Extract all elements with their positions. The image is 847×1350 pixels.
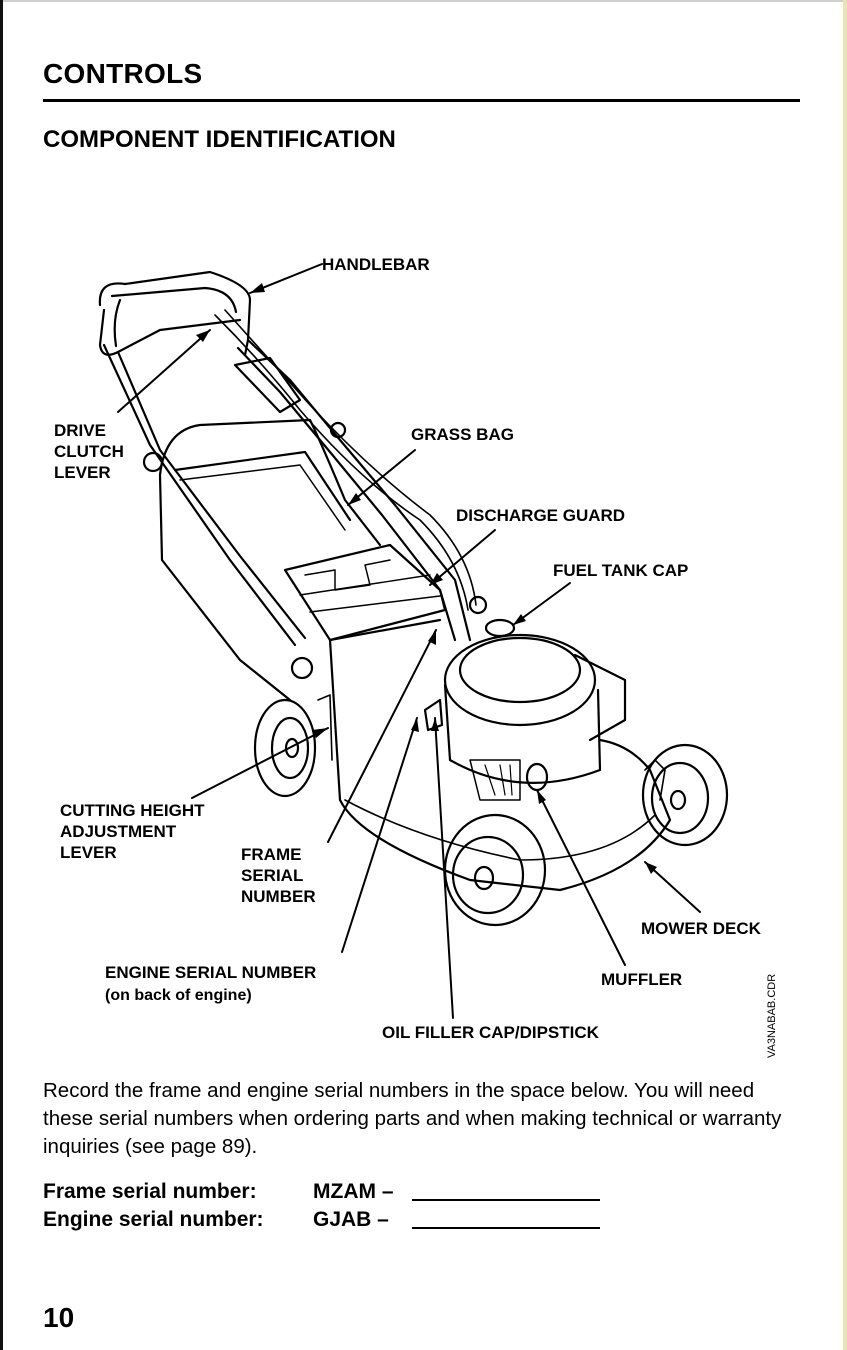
engine-fins xyxy=(469,759,521,801)
label-muffler: MUFFLER xyxy=(601,970,683,989)
front-right-wheel xyxy=(641,743,729,847)
discharge-guard-leader xyxy=(429,529,496,586)
frame-serial-label: Frame serial number: xyxy=(43,1180,257,1203)
rear-left-wheel xyxy=(253,698,317,798)
engine-cover xyxy=(443,633,597,727)
fuel-cap-shape xyxy=(484,618,516,638)
section-subtitle: COMPONENT IDENTIFICATION xyxy=(43,126,396,153)
label-frame-serial-number: FRAME SERIAL NUMBER xyxy=(241,845,316,906)
label-fuel-tank-cap: FUEL TANK CAP xyxy=(553,561,689,580)
engine-serial-prefix: GJAB – xyxy=(313,1208,389,1231)
frame-serial-blank[interactable] xyxy=(412,1199,600,1201)
drive-lever-knob xyxy=(142,451,164,473)
lower-knob-left xyxy=(290,656,314,680)
engine-serial-label: Engine serial number: xyxy=(43,1208,264,1231)
label-discharge-guard: DISCHARGE GUARD xyxy=(456,506,626,525)
label-drive-clutch-lever: DRIVE CLUTCH LEVER xyxy=(54,421,124,482)
muffler-shape xyxy=(525,762,549,792)
instructions-paragraph: Record the frame and engine serial numbe… xyxy=(43,1079,782,1158)
label-mower-deck: MOWER DECK xyxy=(641,919,761,938)
page-left-edge xyxy=(0,0,3,1350)
dipstick-shape xyxy=(423,698,444,732)
oil-filler-leader xyxy=(434,717,454,1019)
lower-knob-right xyxy=(468,595,488,615)
label-oil-filler: OIL FILLER CAP/DIPSTICK xyxy=(382,1023,599,1042)
label-handlebar: HANDLEBAR xyxy=(322,255,430,274)
leader-arrowheads xyxy=(196,283,657,874)
height-lever-right xyxy=(644,759,666,801)
page-title: CONTROLS xyxy=(43,58,203,89)
handle-rail-left-inner xyxy=(116,350,307,640)
grass-bag-leader xyxy=(347,449,416,506)
file-code: VA3NABAB.CDR xyxy=(766,973,778,1058)
drive-clutch-leader xyxy=(117,329,211,413)
cutting-height-leader xyxy=(191,727,329,799)
mower-deck-shape xyxy=(328,618,672,892)
label-cutting-height-lever: CUTTING HEIGHT ADJUSTMENT LEVER xyxy=(60,801,205,862)
lawn-mower-diagram xyxy=(98,263,729,1019)
handlebar-inner xyxy=(110,286,238,348)
page-top-edge xyxy=(0,0,847,2)
handle-rail-right xyxy=(246,338,472,642)
label-engine-serial-number: ENGINE SERIAL NUMBER xyxy=(105,963,317,982)
engine-serial-row: Engine serial number: GJAB – xyxy=(43,1208,398,1232)
frame-serial-row: Frame serial number: MZAM – xyxy=(43,1180,398,1204)
front-left-wheel xyxy=(443,813,547,927)
air-cleaner xyxy=(573,653,627,742)
mower-deck-leader xyxy=(644,861,701,913)
discharge-guard-shape xyxy=(283,543,447,642)
control-cables xyxy=(214,314,469,611)
frame-serial-prefix: MZAM – xyxy=(313,1180,394,1203)
handle-rail-left xyxy=(102,343,297,647)
handle-knob-right xyxy=(329,421,347,439)
label-grass-bag: GRASS BAG xyxy=(411,425,514,444)
page-number: 10 xyxy=(43,1302,75,1333)
label-engine-serial-note: (on back of engine) xyxy=(105,987,252,1004)
engine-serial-blank[interactable] xyxy=(412,1227,600,1229)
engine-serial-leader xyxy=(341,717,418,953)
frame-serial-leader xyxy=(327,629,437,843)
height-lever-left xyxy=(317,694,333,761)
page-right-edge xyxy=(843,0,847,1350)
muffler-leader xyxy=(536,789,626,966)
grass-bag xyxy=(158,418,382,702)
title-divider xyxy=(43,99,800,102)
leader-lines xyxy=(117,263,701,1019)
throttle-bracket xyxy=(233,356,302,414)
